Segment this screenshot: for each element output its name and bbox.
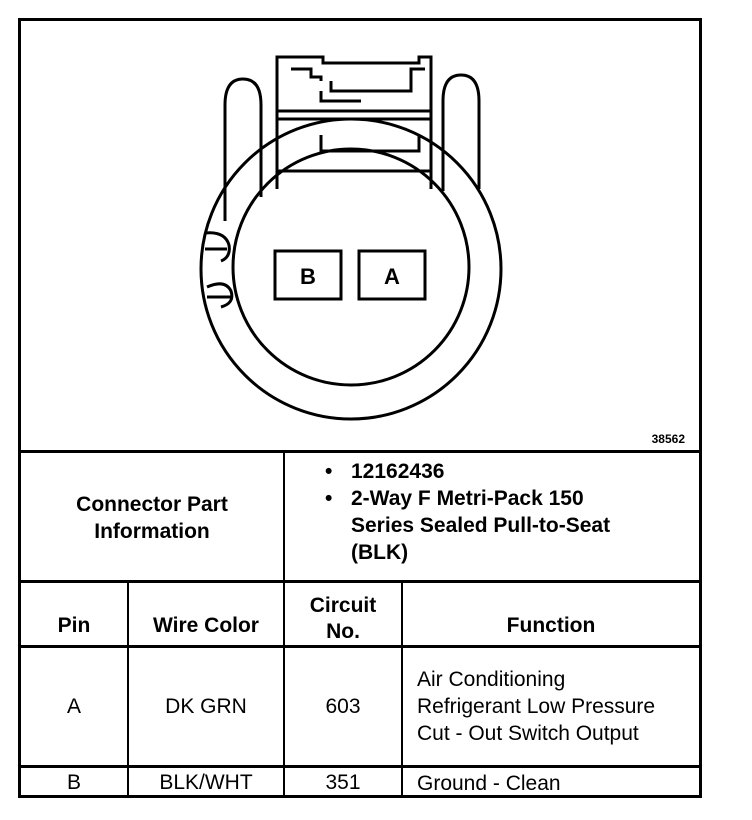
lock-housing — [275, 55, 433, 189]
pin-cavity-b — [273, 249, 343, 301]
part-description: 2-Way F Metri-Pack 150 Series Sealed Pul… — [351, 487, 611, 564]
pin-label-b: B — [300, 264, 316, 289]
part-info-label: Connector Part Information — [76, 492, 228, 543]
header-circuit: Circuit No. — [309, 594, 377, 643]
part-number: 12162436 — [351, 460, 445, 483]
row-b-function: Ground - Clean — [417, 771, 561, 795]
rule-drawing-bottom — [21, 450, 699, 453]
right-latch-arm — [441, 73, 481, 191]
rule-part-info-bottom — [21, 580, 699, 583]
row-b-circuit: 351 — [325, 771, 361, 794]
rule-col-pin — [127, 583, 129, 798]
header-function: Function — [506, 614, 596, 637]
rule-col-circuit — [401, 583, 403, 798]
connector-body-outline — [199, 117, 503, 421]
connector-face-svg: B A — [199, 55, 503, 421]
seal-notch-lower — [206, 282, 234, 309]
row-a-wire-color: DK GRN — [165, 694, 247, 718]
seal-notch-upper — [204, 231, 231, 263]
row-b-wire-color: BLK/WHT — [159, 771, 253, 794]
rule-row-a-bottom — [21, 765, 699, 768]
connector-face-drawing: B A — [21, 21, 699, 450]
part-number-item: •12162436 — [325, 460, 445, 483]
row-b-pin: B — [66, 771, 81, 794]
header-wire-color: Wire Color — [153, 614, 259, 637]
header-pin: Pin — [57, 614, 91, 637]
part-description-item: •2-Way F Metri-Pack 150 Series Sealed Pu… — [325, 487, 611, 564]
row-a-pin: A — [66, 694, 81, 718]
rule-col-wire — [283, 583, 285, 798]
part-info-list: •12162436 •2-Way F Metri-Pack 150 Series… — [321, 458, 691, 566]
row-a-circuit: 603 — [325, 694, 361, 718]
left-latch-arm — [223, 77, 263, 221]
rule-header-bottom — [21, 645, 699, 648]
row-a-function: Air Conditioning Refrigerant Low Pressur… — [417, 668, 656, 745]
terminal-cavity-circle — [231, 147, 471, 387]
figure-id: 38562 — [651, 432, 685, 446]
pin-cavity-a — [357, 249, 427, 301]
pin-label-a: A — [384, 264, 400, 289]
rule-part-info-divider — [283, 453, 285, 580]
connector-diagram-frame: B A 38562 Connector Part Information •12… — [18, 18, 702, 798]
